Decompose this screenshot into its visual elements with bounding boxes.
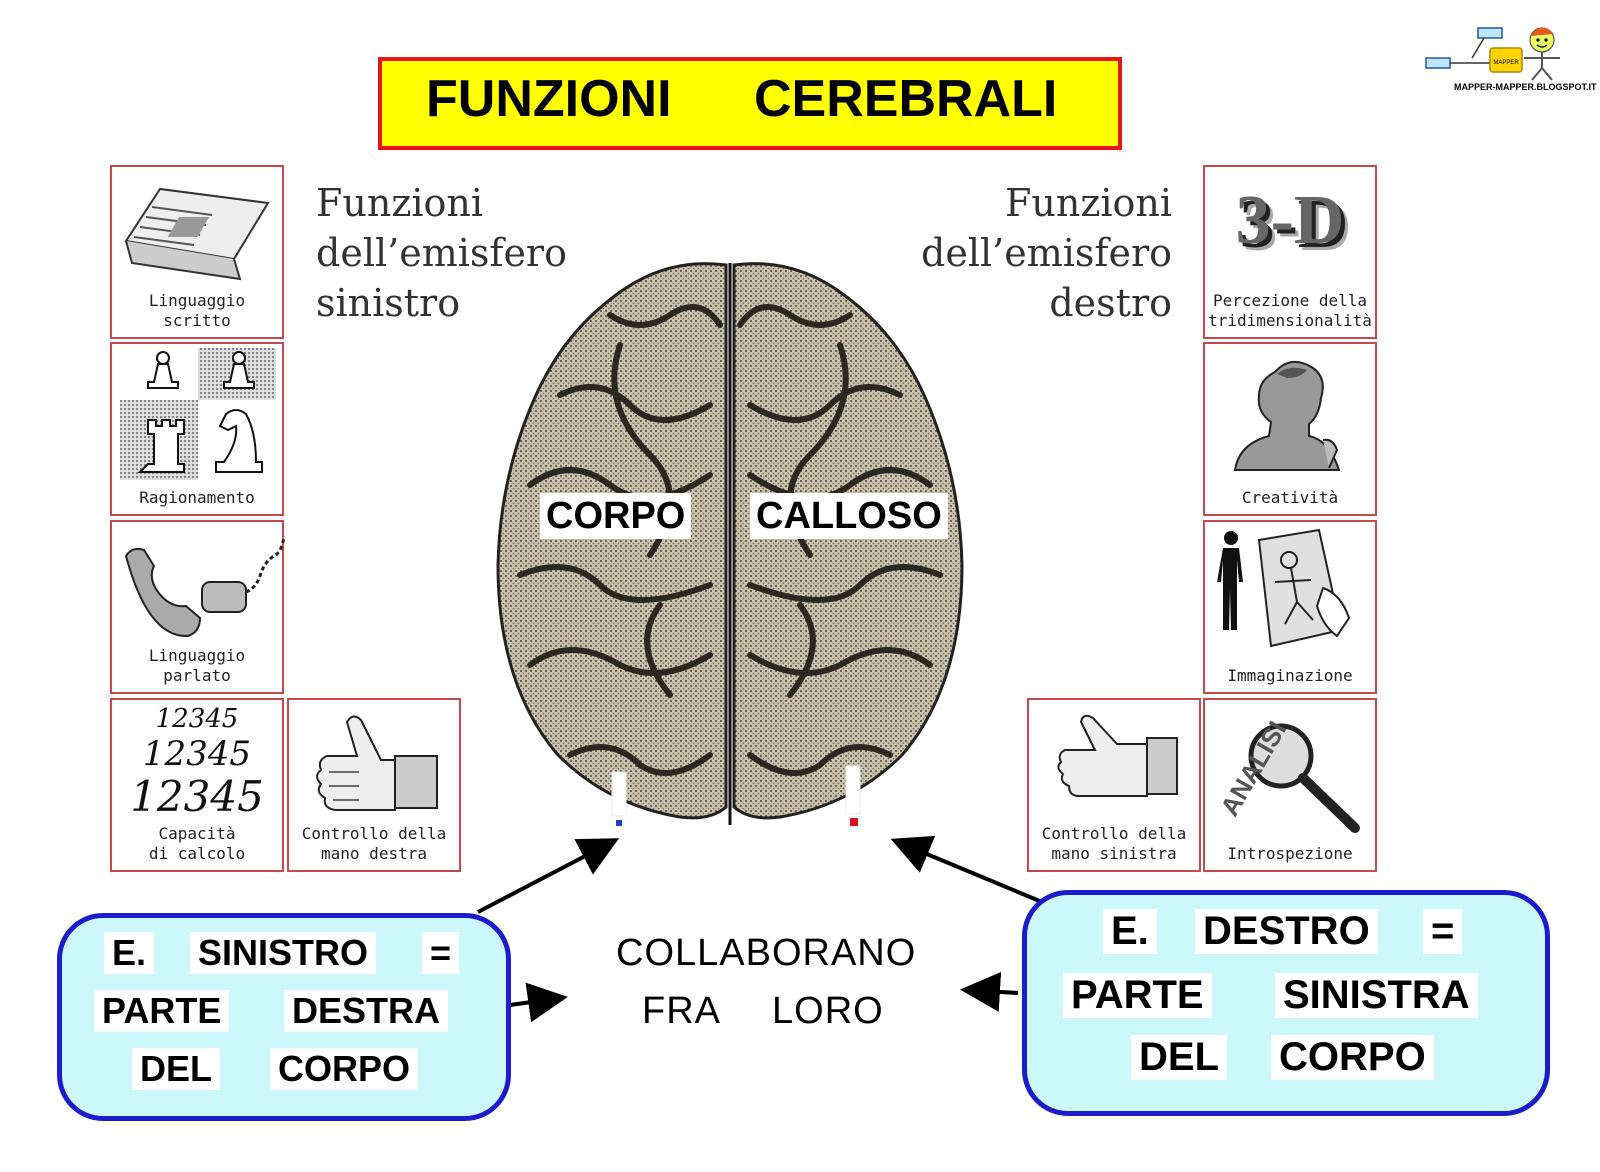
tile-caption: Controllo della mano sinistra	[1041, 824, 1187, 863]
tile-caption: Controllo della mano destra	[301, 824, 447, 863]
title-box: FUNZIONI CEREBRALI	[378, 57, 1122, 150]
box-word: DEL	[132, 1048, 220, 1090]
title-word-funzioni: FUNZIONI	[426, 70, 672, 128]
box-word: =	[1423, 909, 1463, 954]
left-hemisphere-heading: Funzioni dell’emisfero sinistro	[316, 178, 567, 328]
3d-icon: 3-D	[1235, 182, 1345, 259]
tile-percezione-tridimensionalita: 3-D Percezione della tridimensionalità	[1203, 165, 1377, 339]
mapper-logo-icon: MAPPER	[1425, 27, 1560, 81]
tile-caption: Immaginazione	[1227, 666, 1353, 685]
tile-caption: Introspezione	[1227, 844, 1353, 863]
right-heading-line: Funzioni	[1005, 181, 1172, 225]
figure-drawing-icon	[1217, 528, 1351, 648]
tile-ragionamento: Ragionamento	[110, 342, 284, 516]
tile-caption: Linguaggio scritto	[148, 291, 246, 330]
number-row: 12345	[130, 772, 264, 821]
chess-icon	[120, 348, 276, 480]
right-heading-line: dell’emisfero	[921, 231, 1172, 275]
telephone-icon	[124, 535, 286, 638]
tile-caption: Creatività	[1241, 488, 1339, 507]
box-word: E.	[1103, 909, 1157, 954]
logo-badge-text: MAPPER	[1493, 60, 1519, 66]
brain-illustration	[496, 262, 964, 826]
tile-linguaggio-scritto: Linguaggio scritto	[110, 165, 284, 339]
left-hemisphere-box: E. SINISTRO = PARTE DESTRA DEL CORPO	[57, 913, 511, 1121]
box-word: E.	[104, 932, 155, 974]
left-heading-line: sinistro	[316, 281, 461, 325]
tile-creativita: Creatività	[1203, 342, 1377, 516]
mapper-logo[interactable]: MAPPER MAPPER-MAPPER.BLOGSPOT.IT	[1424, 18, 1597, 98]
box-word: PARTE	[1063, 973, 1212, 1018]
logo-url-text: MAPPER-MAPPER.BLOGSPOT.IT	[1454, 82, 1597, 92]
box-word: PARTE	[94, 990, 230, 1032]
box-word: SINISTRO	[190, 932, 377, 974]
brain-label-corpo: CORPO	[540, 493, 692, 539]
right-hemisphere-box: E. DESTRO = PARTE SINISTRA DEL CORPO	[1022, 890, 1550, 1116]
newspaper-icon	[124, 187, 270, 281]
left-heading-line: dell’emisfero	[316, 231, 567, 275]
number-row: 12345	[155, 704, 239, 734]
right-hemisphere-heading: Funzioni dell’emisfero destro	[921, 178, 1172, 328]
magnifier-icon: ANALISI	[1214, 716, 1360, 833]
tile-caption: Capacità di calcolo	[148, 824, 246, 863]
numbers-icon: 12345 12345 12345	[112, 704, 282, 820]
box-word: DESTRA	[284, 990, 449, 1032]
box-word: DEL	[1131, 1035, 1227, 1080]
box-word: =	[422, 932, 460, 974]
box-word: CORPO	[270, 1048, 419, 1090]
right-hemisphere	[732, 262, 964, 820]
box-word: SINISTRA	[1275, 973, 1478, 1018]
tile-introspezione: ANALISI Introspezione	[1203, 698, 1377, 872]
statue-icon	[1233, 361, 1341, 471]
tile-linguaggio-parlato: Linguaggio parlato	[110, 520, 286, 694]
loro-text: LORO	[772, 990, 884, 1032]
tile-caption: Ragionamento	[139, 488, 255, 507]
tile-controllo-mano-destra: Controllo della mano destra	[287, 698, 461, 872]
title-word-cerebrali: CEREBRALI	[754, 70, 1058, 128]
right-heading-line: destro	[1049, 281, 1172, 325]
tile-immaginazione: Immaginazione	[1203, 520, 1377, 694]
left-hemisphere	[496, 262, 728, 820]
tile-capacita-calcolo: 12345 12345 12345 Capacità di calcolo	[110, 698, 284, 872]
collaborano-text: COLLABORANO	[616, 932, 917, 974]
right-hand-icon	[316, 715, 438, 811]
fra-text: FRA	[642, 990, 721, 1032]
box-word: CORPO	[1271, 1035, 1434, 1080]
tile-caption: Percezione della tridimensionalità	[1208, 291, 1372, 330]
brain-label-calloso: CALLOSO	[750, 493, 948, 539]
number-row: 12345	[142, 734, 252, 774]
left-heading-line: Funzioni	[316, 181, 483, 225]
box-word: DESTRO	[1195, 909, 1378, 954]
tile-caption: Linguaggio parlato	[148, 646, 246, 685]
tile-controllo-mano-sinistra: Controllo della mano sinistra	[1027, 698, 1201, 872]
left-hand-icon	[1057, 714, 1178, 797]
